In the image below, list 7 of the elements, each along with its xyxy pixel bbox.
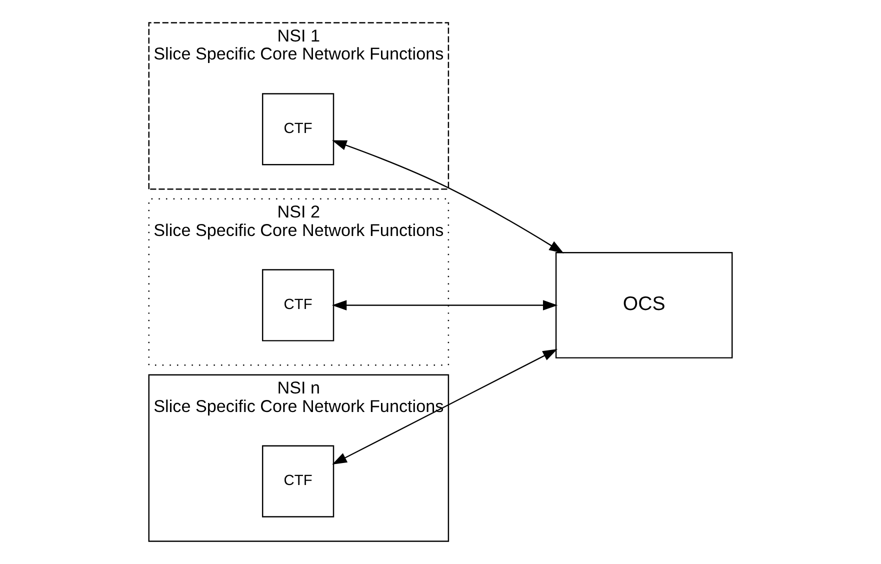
node-box: CTF: [262, 269, 334, 342]
node-box: CTF: [262, 445, 334, 518]
node-box: CTF: [262, 93, 334, 166]
arrow: [332, 300, 558, 310]
arrow: [332, 140, 564, 254]
node-box: OCS: [555, 252, 733, 358]
arrow: [332, 349, 558, 464]
